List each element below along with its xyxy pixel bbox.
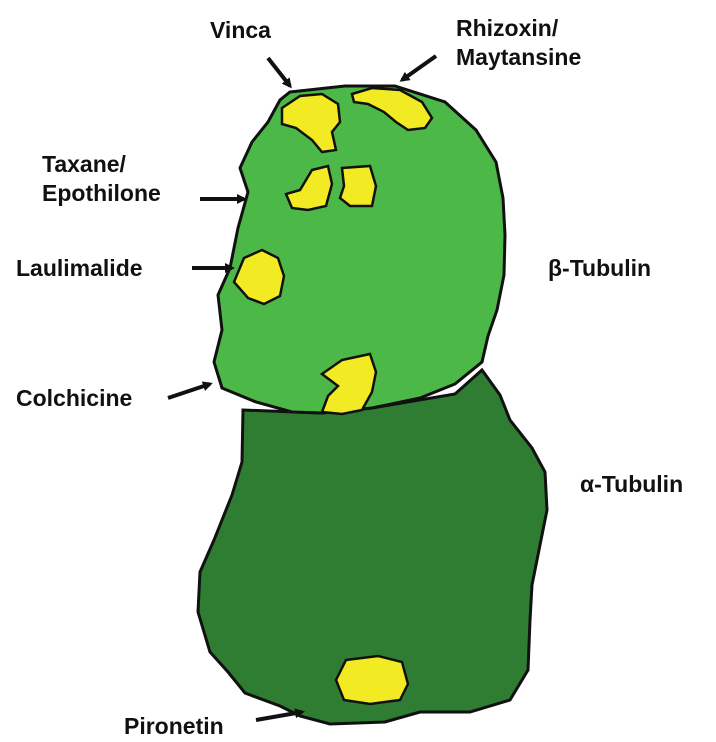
rhizoxin-label-line-1: Rhizoxin/ [456, 14, 581, 43]
beta-tubulin-label: β-Tubulin [548, 254, 651, 283]
colchicine-label: Colchicine [16, 384, 132, 413]
taxane-epothilone-label: Taxane/ Epothilone [42, 150, 161, 208]
vinca-arrow [268, 58, 290, 86]
alpha-tubulin-label: α-Tubulin [580, 470, 683, 499]
rhizoxin-maytansine-label: Rhizoxin/ Maytansine [456, 14, 581, 72]
pironetin-arrow [256, 712, 302, 720]
colchicine-arrow [168, 384, 210, 398]
taxane-label-line-2: Epothilone [42, 179, 161, 208]
rhizoxin-arrow [402, 56, 436, 80]
rhizoxin-label-line-2: Maytansine [456, 43, 581, 72]
vinca-label: Vinca [210, 16, 271, 45]
pironetin-site [336, 656, 408, 704]
taxane-epothilone-site-2 [340, 166, 376, 206]
taxane-label-line-1: Taxane/ [42, 150, 161, 179]
laulimalide-label: Laulimalide [16, 254, 143, 283]
